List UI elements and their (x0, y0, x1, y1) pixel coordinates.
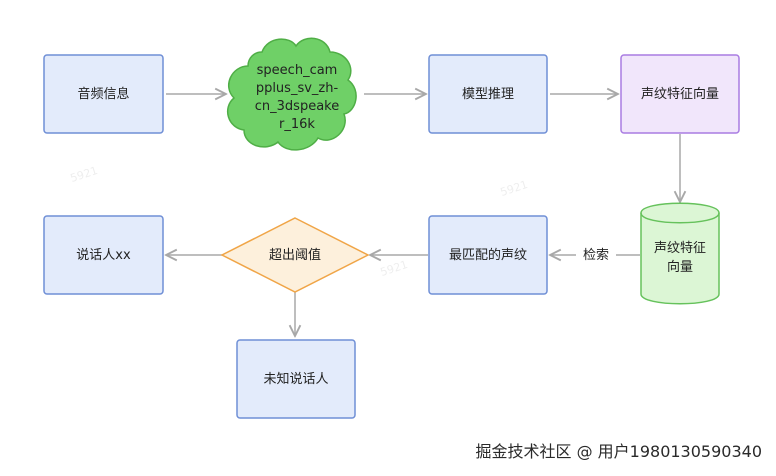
node-unknown-speaker (236, 339, 356, 419)
label-model-inference: 模型推理 (461, 86, 514, 102)
label-audio-info: 音频信息 (77, 86, 130, 102)
node-speaker-xx (43, 215, 164, 295)
label-speaker-xx: 说话人xx (76, 247, 131, 263)
label-unknown-speaker: 未知说话人 (263, 371, 329, 387)
edge-label-search: 检索 (576, 246, 616, 264)
site-watermark: 掘金技术社区 @ 用户1980130590340 (475, 442, 762, 461)
label-model-name: speech_cam pplus_sv_zh- cn_3dspeake r_16… (254, 63, 340, 132)
label-voiceprint-vector: 声纹特征向量 (640, 86, 719, 102)
node-best-match (428, 215, 548, 295)
label-best-match: 最匹配的声纹 (448, 247, 527, 263)
node-threshold-decision (220, 217, 370, 293)
node-voiceprint-vector (620, 54, 740, 134)
node-voiceprint-db (640, 202, 720, 305)
node-audio-info (43, 54, 164, 134)
label-threshold-decision: 超出阈值 (268, 247, 321, 263)
node-model-inference (428, 54, 548, 134)
label-voiceprint-db: 声纹特征 向量 (653, 241, 706, 275)
db-top-rim (640, 212, 720, 224)
node-model-cloud (226, 37, 357, 151)
